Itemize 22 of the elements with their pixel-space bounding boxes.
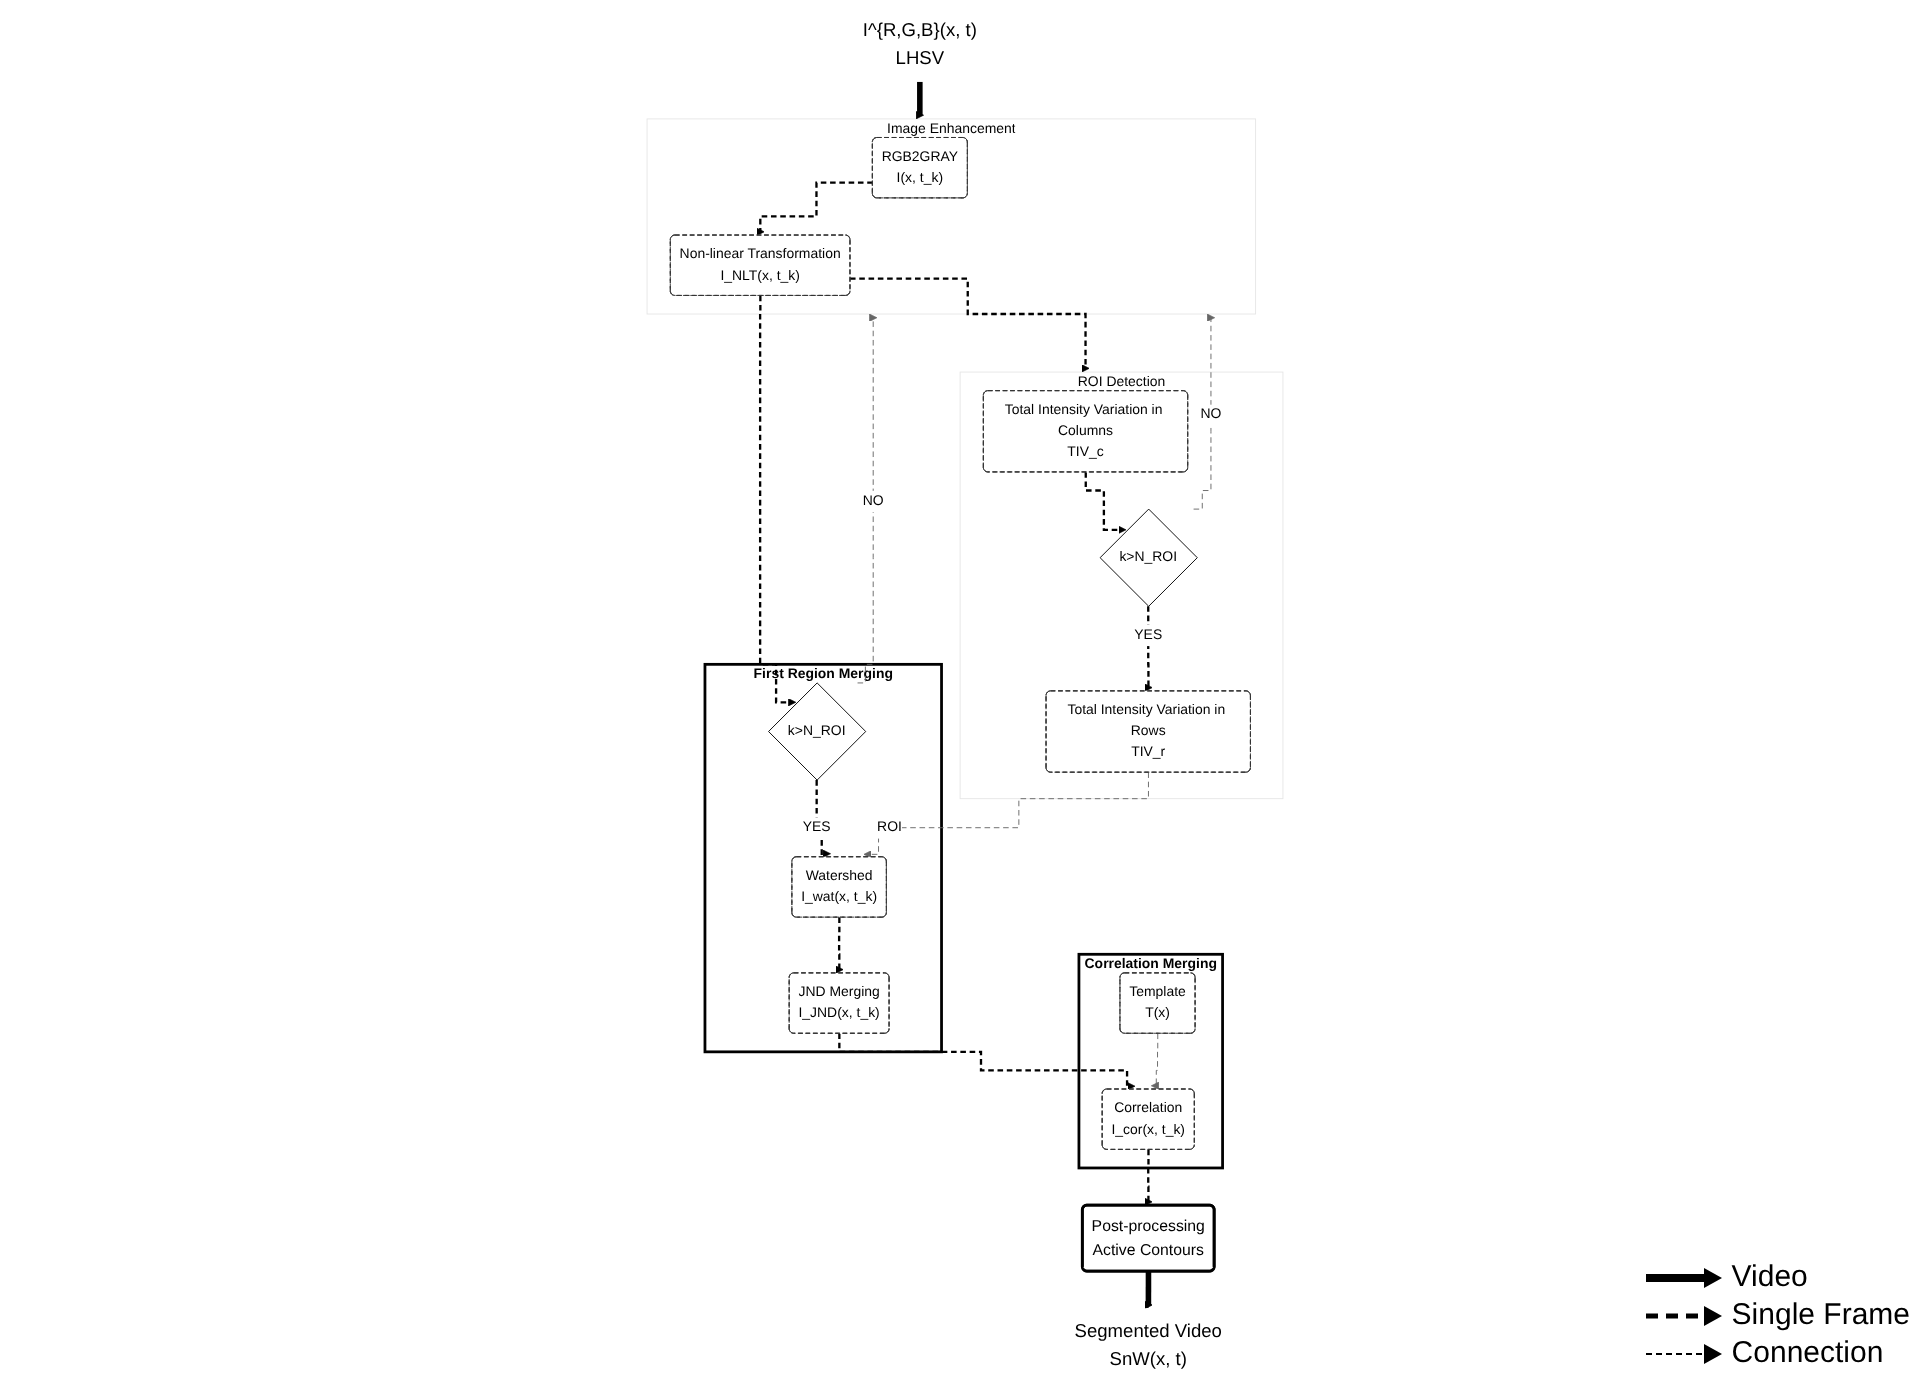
legend-label: Connection [1731, 1336, 1884, 1370]
node-diamond [1099, 508, 1198, 607]
arrow [756, 181, 873, 236]
cluster [646, 118, 1257, 315]
node-text: Segmented Video SnW(x, t) [1074, 1321, 1222, 1370]
node-text: I^{R,G,B}(x, t) LHSV [862, 20, 977, 69]
arrow [1144, 1148, 1153, 1206]
arrow [1084, 471, 1127, 534]
arrow [758, 294, 797, 707]
arrow [1144, 605, 1153, 692]
cluster [1077, 952, 1224, 1170]
legend-label: Single Frame [1731, 1298, 1910, 1332]
arrow [849, 277, 1090, 373]
cluster [703, 662, 943, 1054]
legend-label: Video [1731, 1260, 1808, 1294]
node-diamond [768, 682, 867, 781]
cluster [959, 371, 1284, 800]
arrow [915, 78, 924, 120]
arrow [815, 778, 831, 858]
arrow [835, 916, 844, 974]
arrow [838, 1032, 1136, 1091]
arrow [1144, 1268, 1153, 1310]
